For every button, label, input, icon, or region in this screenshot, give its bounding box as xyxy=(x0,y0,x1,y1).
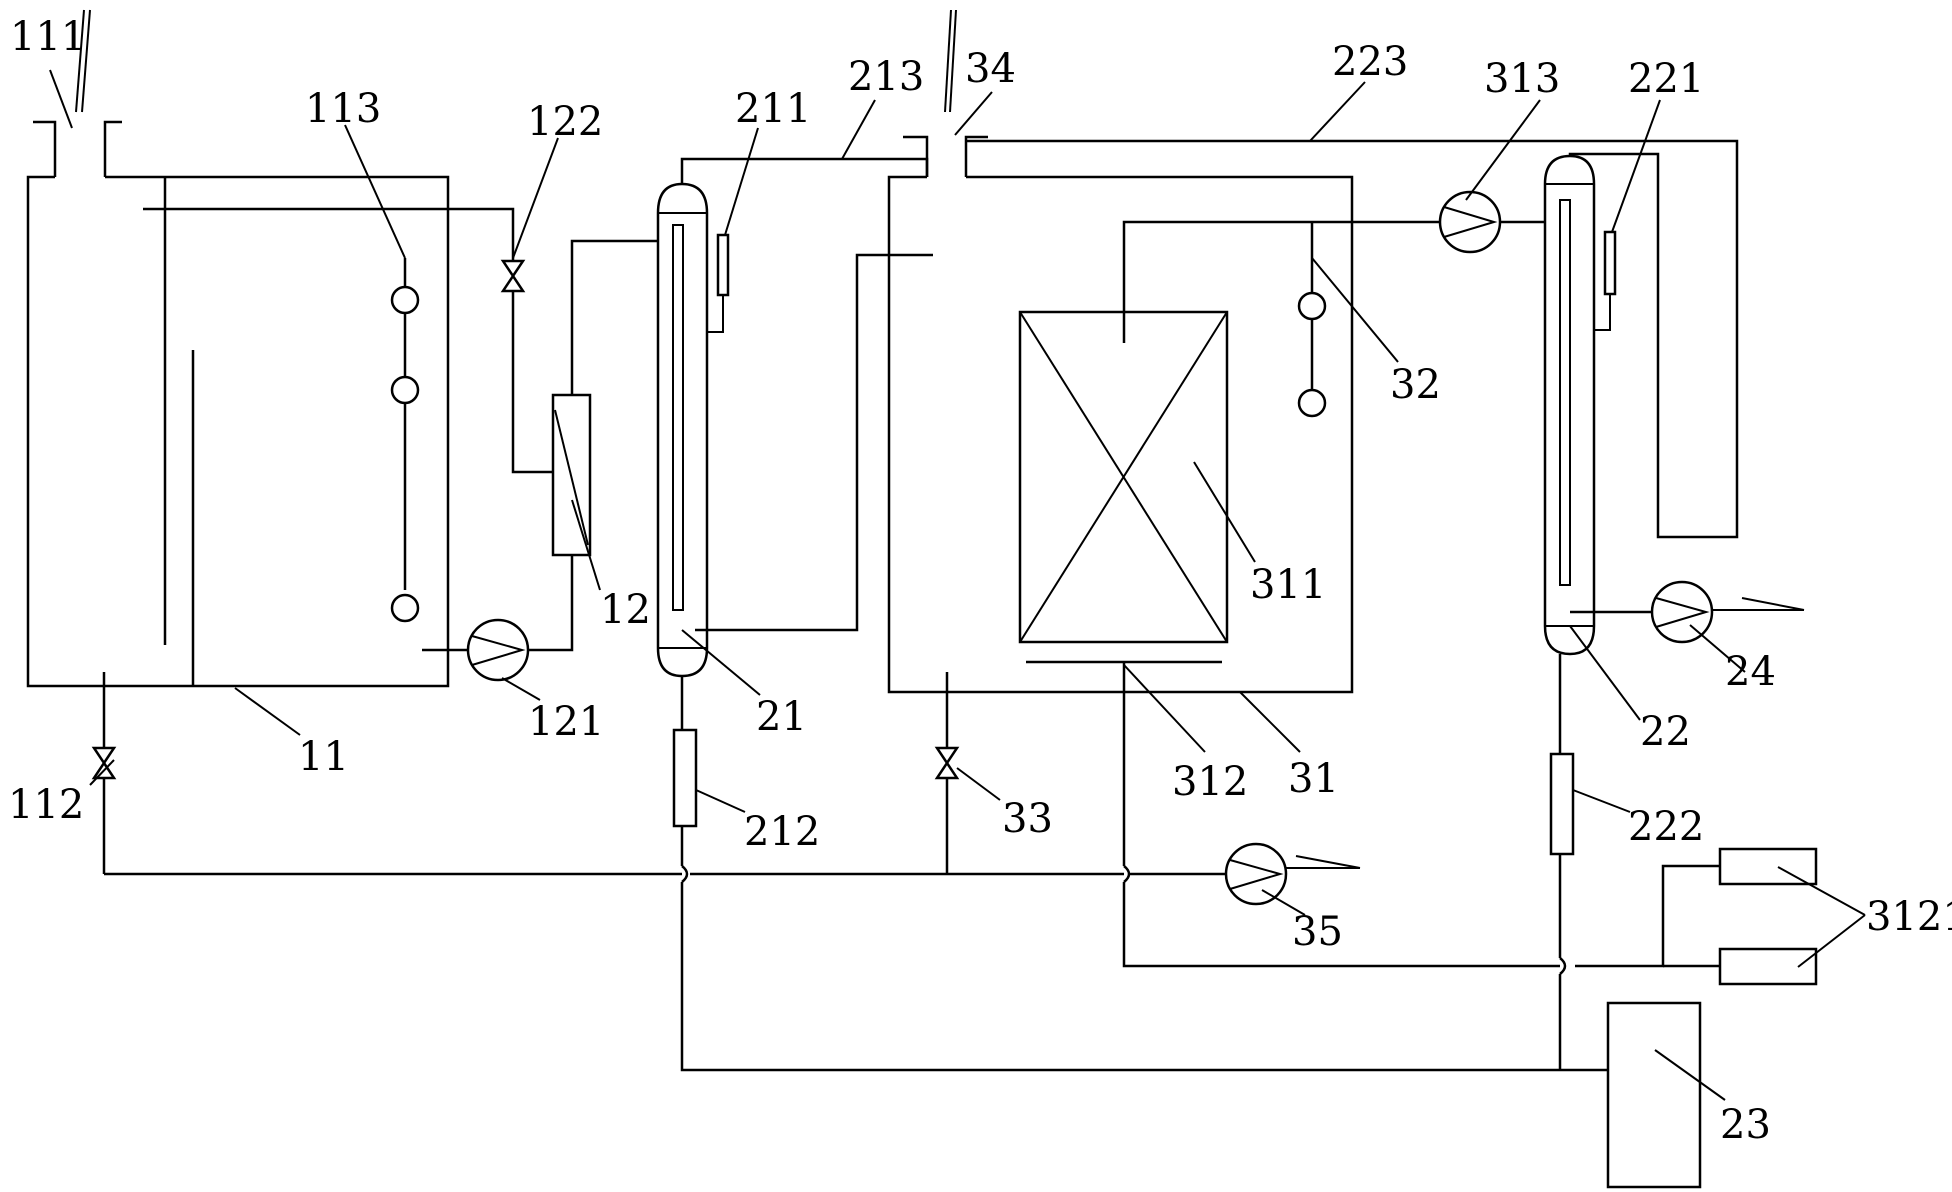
label-21: 21 xyxy=(756,694,807,740)
label-11: 11 xyxy=(298,734,349,780)
label-221: 221 xyxy=(1628,56,1704,102)
label-223: 223 xyxy=(1332,39,1408,85)
component-labels: 111 113 122 211 213 34 223 313 221 32 31… xyxy=(8,14,1952,1148)
label-311: 311 xyxy=(1250,562,1326,608)
label-33: 33 xyxy=(1002,796,1053,842)
tank-31 xyxy=(887,135,1354,694)
label-211: 211 xyxy=(735,86,811,132)
label-32: 32 xyxy=(1390,362,1441,408)
pump-24 xyxy=(1650,580,1714,644)
label-22: 22 xyxy=(1640,709,1691,755)
pump-121 xyxy=(466,618,530,682)
label-312: 312 xyxy=(1172,759,1248,805)
label-112: 112 xyxy=(8,782,84,828)
label-34: 34 xyxy=(965,46,1016,92)
valve-122 xyxy=(500,259,526,293)
label-122: 122 xyxy=(527,99,603,145)
label-111: 111 xyxy=(10,14,86,60)
column-22 xyxy=(1543,154,1617,656)
label-121: 121 xyxy=(528,699,604,745)
pump-313 xyxy=(1438,190,1502,254)
label-313: 313 xyxy=(1484,56,1560,102)
tank-11 xyxy=(26,120,450,688)
label-12: 12 xyxy=(600,587,651,633)
leader-lines xyxy=(49,69,1866,1101)
controller-3121 xyxy=(1718,847,1818,986)
pump-35 xyxy=(1224,842,1288,906)
label-31: 31 xyxy=(1288,756,1339,802)
label-212: 212 xyxy=(744,809,820,855)
label-3121: 3121 xyxy=(1866,894,1952,940)
filter-12 xyxy=(551,393,592,557)
flowmeter-222 xyxy=(1549,752,1575,856)
valve-33 xyxy=(934,746,960,780)
label-24: 24 xyxy=(1725,649,1776,695)
label-222: 222 xyxy=(1628,804,1704,850)
label-113: 113 xyxy=(305,86,381,132)
label-35: 35 xyxy=(1292,909,1343,955)
controller-23 xyxy=(1606,1001,1702,1189)
flowmeter-212 xyxy=(672,728,698,828)
column-21 xyxy=(656,182,730,678)
module-311 xyxy=(1018,310,1229,664)
label-23: 23 xyxy=(1720,1102,1771,1148)
label-213: 213 xyxy=(848,54,924,100)
